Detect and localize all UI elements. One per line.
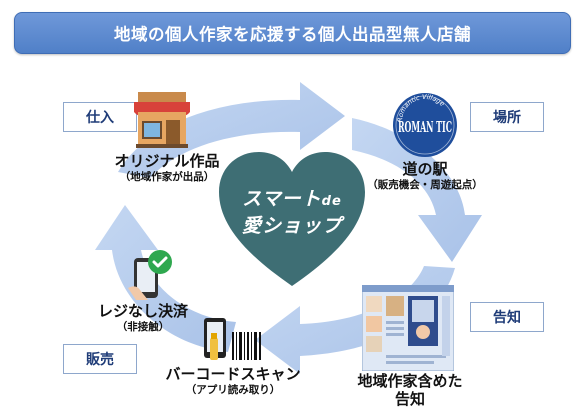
tag-basho: 場所: [470, 102, 544, 132]
center-line1-suffix: de: [321, 194, 342, 209]
node-original-sub: （地域作家が出品）: [119, 171, 215, 183]
node-announce-line2: 告知: [394, 390, 425, 408]
arrow-left: [95, 205, 236, 352]
tag-hanbai-label: 販売: [86, 352, 114, 368]
node-michinoeki-sub: （販売機会・周遊起点）: [367, 179, 483, 191]
tag-kokuchi-label: 告知: [493, 310, 521, 326]
shop-icon: [134, 92, 190, 148]
tag-kokuchi: 告知: [470, 302, 544, 332]
node-announce: 地域作家含めた 告知: [340, 372, 480, 408]
tag-basho-label: 場所: [493, 110, 521, 126]
node-register-sub: （非接触）: [116, 321, 170, 333]
node-michinoeki: 道の駅 （販売機会・周遊起点）: [355, 160, 495, 192]
center-logo-text: スマートde 愛ショップ: [222, 187, 362, 238]
node-original-title: オリジナル作品: [114, 152, 220, 170]
center-heart: [219, 152, 365, 286]
arrow-right: [352, 118, 482, 262]
tag-shiire-label: 仕入: [86, 110, 114, 126]
tag-shiire: 仕入: [63, 102, 137, 132]
barcode-scan-icon: [204, 318, 261, 360]
node-announce-line1: 地域作家含めた: [357, 372, 463, 390]
node-original: オリジナル作品 （地域作家が出品）: [92, 152, 242, 184]
node-barcode-title: バーコードスキャン: [165, 365, 301, 383]
arrow-top: [118, 82, 345, 178]
website-mockup-icon: [362, 285, 454, 371]
center-line1: スマート: [242, 188, 322, 210]
phone-check-icon: [128, 250, 172, 300]
node-barcode-sub: （アプリ読み取り）: [185, 384, 281, 396]
title-banner: 地域の個人作家を応援する個人出品型無人店舗: [14, 12, 571, 54]
node-michinoeki-title: 道の駅: [402, 160, 448, 178]
node-barcode: バーコードスキャン （アプリ読み取り）: [148, 365, 318, 397]
romantic-village-logo: Romantic Village ROMAN TIC: [393, 93, 457, 157]
banner-title: 地域の個人作家を応援する個人出品型無人店舗: [114, 25, 471, 44]
node-register-title: レジなし決済: [97, 302, 188, 320]
center-line2: 愛ショップ: [241, 215, 342, 237]
logo-letters: ROMAN TIC: [398, 118, 452, 136]
tag-hanbai: 販売: [63, 344, 137, 374]
node-register: レジなし決済 （非接触）: [78, 302, 208, 334]
